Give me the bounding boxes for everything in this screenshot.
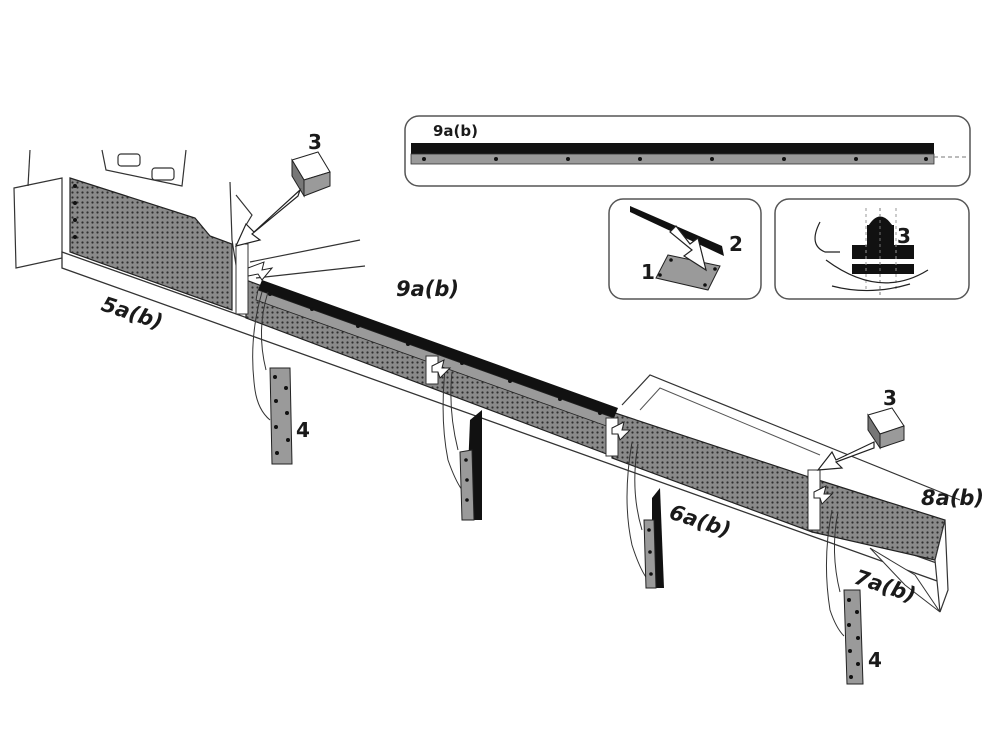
detail-panel-strip: 9a(b) xyxy=(404,115,971,187)
mesh-panel-5ab xyxy=(69,177,233,311)
label-9ab-detail: 9a(b) xyxy=(433,122,478,140)
label-3-detail: 3 xyxy=(897,224,911,248)
joiner-clips xyxy=(235,243,821,531)
detail-panel-tape: 2 1 xyxy=(608,198,762,300)
label-1-detail: 1 xyxy=(641,260,655,284)
label-3-left: 3 xyxy=(308,130,322,154)
clip-3-right: 3 xyxy=(816,386,905,471)
tape-strip-4-left xyxy=(252,291,293,465)
tape-strip-6ab xyxy=(626,441,664,589)
label-2-detail: 2 xyxy=(729,232,743,256)
insertion-arrows xyxy=(247,261,834,505)
tape-strip-4-right xyxy=(825,509,864,685)
mesh-panel-8ab xyxy=(811,477,949,613)
label-6ab: 6a(b) xyxy=(666,500,733,542)
tape-strip-middle xyxy=(442,369,482,521)
detail-panel-clip: 3 xyxy=(774,198,970,300)
label-9ab-main: 9a(b) xyxy=(396,277,459,301)
clip-3-left: 3 xyxy=(234,130,331,247)
label-4-right: 4 xyxy=(868,648,882,672)
label-4-left: 4 xyxy=(296,418,310,442)
label-3-right: 3 xyxy=(883,386,897,410)
label-8ab: 8a(b) xyxy=(921,486,984,510)
